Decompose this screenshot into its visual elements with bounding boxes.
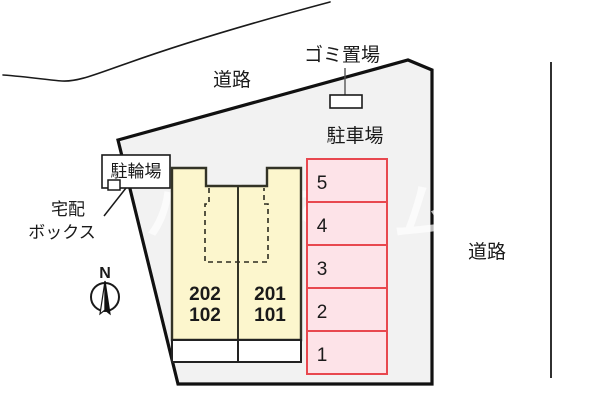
parking-area-label: 駐車場 — [326, 125, 383, 147]
north-label: N — [99, 265, 111, 282]
unit-left-lower-number: 102 — [189, 305, 221, 326]
road-top-label: 道路 — [213, 69, 251, 91]
parking-stall-number: 1 — [317, 345, 328, 366]
parking-stall[interactable] — [306, 158, 388, 203]
parking-stall[interactable] — [306, 244, 388, 289]
parking-stall[interactable] — [306, 287, 388, 332]
delivery-box-leader-line — [103, 187, 127, 217]
building-stair-outline — [204, 188, 269, 263]
delivery-box-label-line2: ボックス — [28, 223, 96, 242]
balcony-strip — [171, 339, 302, 363]
compass-needle-east-icon — [104, 280, 111, 316]
delivery-box-label-line1: 宅配 — [51, 200, 85, 219]
parking-stall[interactable] — [306, 201, 388, 246]
trash-area-label: ゴミ置場 — [304, 44, 380, 66]
parking-stall[interactable] — [306, 330, 388, 375]
unit-right-lower-number: 101 — [254, 305, 286, 326]
parking-stall-number: 5 — [317, 173, 328, 194]
trash-area-box — [329, 94, 363, 109]
parking-stall-number: 2 — [317, 302, 328, 323]
unit-right-upper-number: 201 — [254, 284, 286, 305]
road-top-far-curb — [2, 1, 331, 82]
parking-stall-number: 4 — [317, 216, 328, 237]
parking-stall-number: 3 — [317, 259, 328, 280]
bicycle-parking-symbol-icon — [107, 179, 121, 191]
unit-left-upper-number: 202 — [189, 284, 221, 305]
bicycle-parking-label: 駐輪場 — [111, 162, 162, 181]
road-right-label: 道路 — [468, 241, 506, 263]
